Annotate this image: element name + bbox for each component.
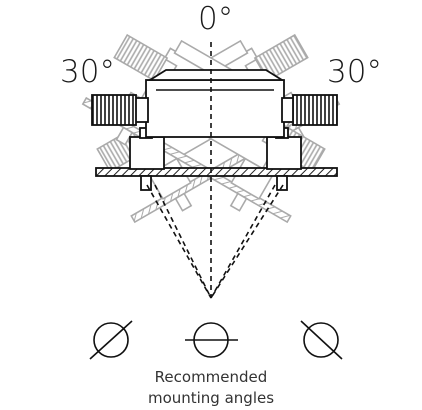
guide-line-right-outer (210, 184, 284, 299)
bracket-right (266, 136, 302, 170)
grip-right (292, 94, 338, 126)
angle-label-left: 30° (60, 54, 115, 90)
angle-symbol-right-icon (300, 320, 343, 360)
caption-line-2: mounting angles (148, 389, 274, 407)
angle-label-right: 30° (327, 54, 382, 90)
guide-line-left-outer (146, 184, 212, 299)
mounting-plate (95, 167, 338, 177)
angle-label-top: 0° (198, 1, 233, 37)
angle-guide-lines (146, 42, 284, 299)
bracket-left (129, 136, 165, 170)
grip-left (91, 94, 137, 126)
housing-top (146, 69, 286, 81)
sensor-assembly (91, 69, 338, 191)
guide-line-left-inner (154, 184, 212, 299)
housing-body (145, 79, 285, 138)
guide-line-right-inner (210, 184, 276, 299)
angle-symbol-left-icon (89, 320, 133, 360)
bolt-right-bottom (276, 175, 288, 191)
bolt-left-bottom (140, 175, 152, 191)
caption-line-1: Recommended (155, 368, 268, 386)
angle-symbol-center-icon (185, 322, 238, 358)
